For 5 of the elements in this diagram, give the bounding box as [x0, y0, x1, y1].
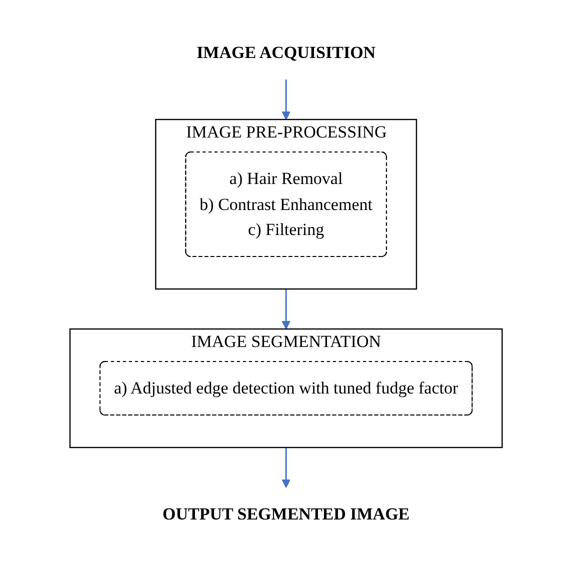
node-text: IMAGE ACQUISITION — [196, 42, 376, 62]
arrow — [282, 288, 291, 329]
arrow — [282, 447, 291, 488]
node-text: OUTPUT SEGMENTED IMAGE — [162, 504, 410, 523]
arrow — [282, 79, 291, 120]
